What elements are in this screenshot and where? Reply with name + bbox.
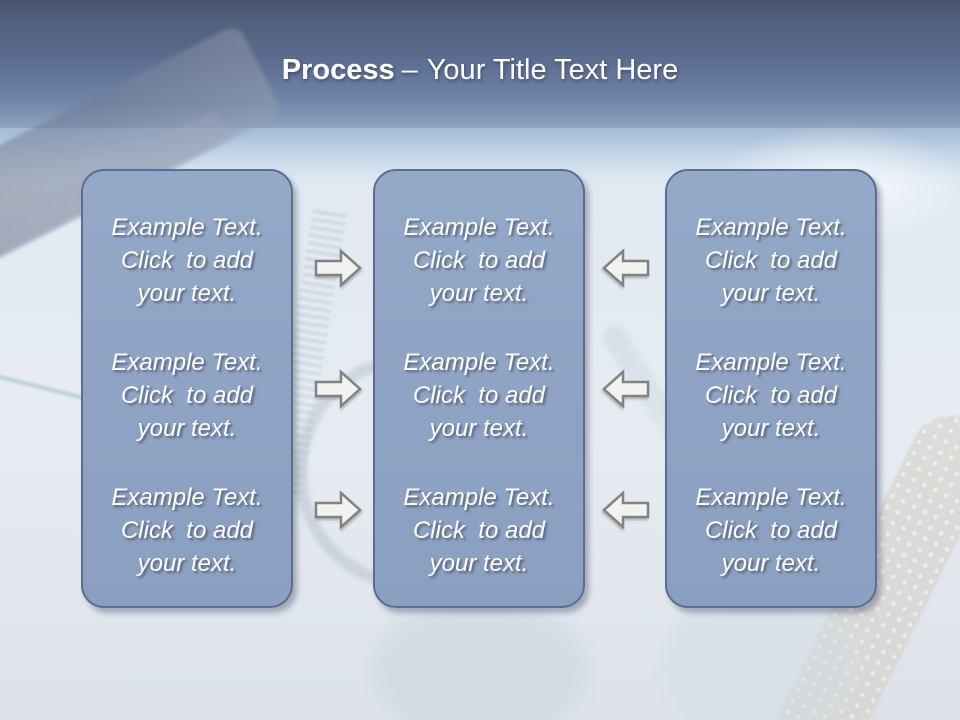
process-box-right[interactable]: Example Text. Click to add your text. Ex…: [665, 169, 877, 608]
arrow-right-icon[interactable]: [314, 248, 362, 288]
text-placeholder[interactable]: Example Text. Click to add your text.: [111, 349, 263, 442]
title-dash: –: [401, 54, 418, 86]
text-placeholder[interactable]: Example Text. Click to add your text.: [111, 214, 263, 307]
arrow-left-icon[interactable]: [602, 248, 650, 288]
slide-title[interactable]: Process–Your Title Text Here: [0, 54, 960, 87]
background-photo-glass-blur-2: [660, 590, 860, 720]
background-photo-glass-blur: [370, 600, 590, 720]
process-box-left[interactable]: Example Text. Click to add your text. Ex…: [81, 169, 293, 608]
title-keyword: Process: [281, 54, 395, 86]
text-placeholder[interactable]: Example Text. Click to add your text.: [695, 484, 847, 577]
title-text: Your Title Text Here: [426, 54, 679, 86]
arrow-right-icon[interactable]: [314, 490, 362, 530]
text-placeholder[interactable]: Example Text. Click to add your text.: [111, 484, 263, 577]
text-placeholder[interactable]: Example Text. Click to add your text.: [695, 214, 847, 307]
text-placeholder[interactable]: Example Text. Click to add your text.: [403, 349, 555, 442]
text-placeholder[interactable]: Example Text. Click to add your text.: [403, 484, 555, 577]
arrow-right-icon[interactable]: [314, 369, 362, 409]
process-box-middle[interactable]: Example Text. Click to add your text. Ex…: [373, 169, 585, 608]
arrow-left-icon[interactable]: [602, 490, 650, 530]
header-gradient-band: [0, 0, 960, 130]
arrow-left-icon[interactable]: [602, 369, 650, 409]
text-placeholder[interactable]: Example Text. Click to add your text.: [403, 214, 555, 307]
text-placeholder[interactable]: Example Text. Click to add your text.: [695, 349, 847, 442]
